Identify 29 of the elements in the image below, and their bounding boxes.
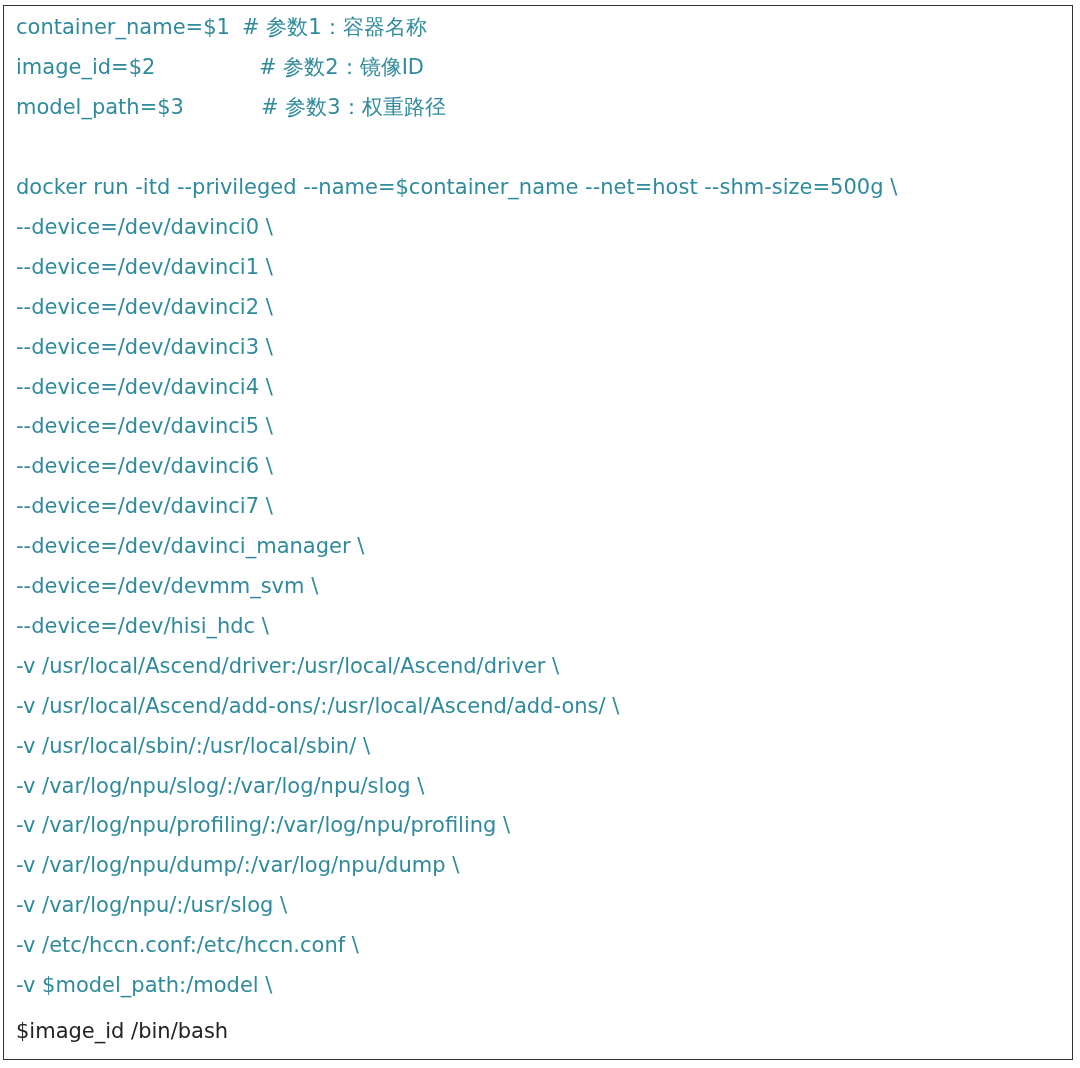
code-line: container_name=$1	[16, 14, 230, 41]
code-line: --device=/dev/hisi_hdc \	[16, 612, 269, 640]
code-line: docker run -itd --privileged --name=$container_name --net=host --shm-size=500g \	[16, 174, 898, 201]
code-line: --device=/dev/devmm_svm \	[16, 573, 319, 600]
code-box	[3, 5, 1073, 1060]
code-line: --device=/dev/davinci1 \	[16, 253, 273, 281]
code-line: image_id=$2	[16, 54, 156, 81]
code-line: --device=/dev/davinci4 \	[16, 373, 273, 401]
code-comment: # 参数3：权重路径	[261, 94, 446, 121]
code-line: --device=/dev/davinci2 \	[16, 293, 273, 321]
code-line: --device=/dev/davinci5 \	[16, 413, 273, 441]
code-line: -v /usr/local/Ascend/add-ons/:/usr/local/Ascend/add-ons/ \	[16, 692, 620, 720]
code-comment: # 参数2：镜像ID	[259, 54, 424, 81]
code-line: --device=/dev/davinci6 \	[16, 453, 273, 481]
code-line: -v /usr/local/Ascend/driver:/usr/local/Ascend/driver \	[16, 652, 560, 680]
code-line: --device=/dev/davinci_manager \	[16, 533, 365, 561]
code-line: --device=/dev/davinci7 \	[16, 493, 273, 521]
code-line: model_path=$3	[16, 94, 184, 121]
code-line: -v /etc/hccn.conf:/etc/hccn.conf \	[16, 932, 359, 960]
code-line: -v /usr/local/sbin/:/usr/local/sbin/ \	[16, 732, 370, 760]
code-line: $image_id /bin/bash	[16, 1017, 229, 1045]
code-line: --device=/dev/davinci0 \	[16, 213, 273, 241]
code-line: -v /var/log/npu/dump/:/var/log/npu/dump \	[16, 852, 460, 880]
code-line: -v /var/log/npu/:/usr/slog \	[16, 892, 288, 920]
code-comment: # 参数1：容器名称	[242, 14, 427, 41]
code-line: --device=/dev/davinci3 \	[16, 333, 273, 361]
code-line: -v $model_path:/model \	[16, 972, 273, 999]
code-line: -v /var/log/npu/profiling/:/var/log/npu/profiling \	[16, 812, 511, 840]
code-line: -v /var/log/npu/slog/:/var/log/npu/slog \	[16, 772, 425, 800]
